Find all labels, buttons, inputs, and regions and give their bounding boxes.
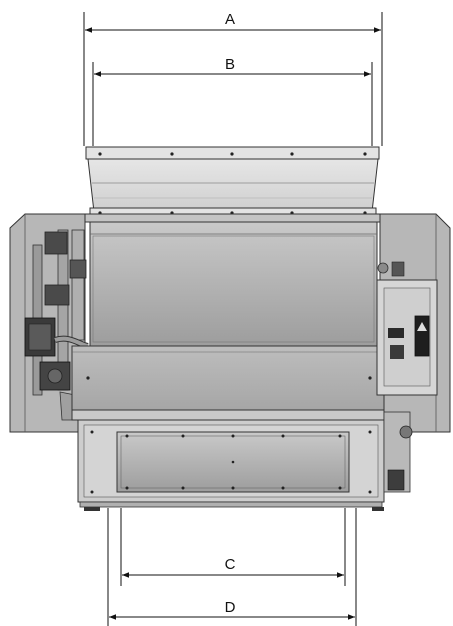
dimension-c: C (120, 508, 346, 586)
dim-d-label: D (225, 599, 236, 616)
dim-b-label: B (225, 56, 235, 73)
electrical-box (376, 261, 438, 396)
connector (388, 328, 404, 338)
dim-c-label: C (225, 556, 236, 573)
top-flap (85, 146, 380, 219)
warning-label (414, 315, 430, 357)
lower-front-panel (71, 345, 385, 421)
base-section (77, 411, 413, 511)
dimension-d: D (107, 508, 357, 626)
valve-middle (44, 284, 70, 306)
piping-assembly (24, 229, 89, 421)
dim-a-label: A (225, 11, 235, 28)
main-front-panel (89, 221, 378, 347)
valve-top (44, 231, 68, 255)
dimension-a: A (83, 11, 383, 146)
dimension-b: B (92, 56, 373, 146)
